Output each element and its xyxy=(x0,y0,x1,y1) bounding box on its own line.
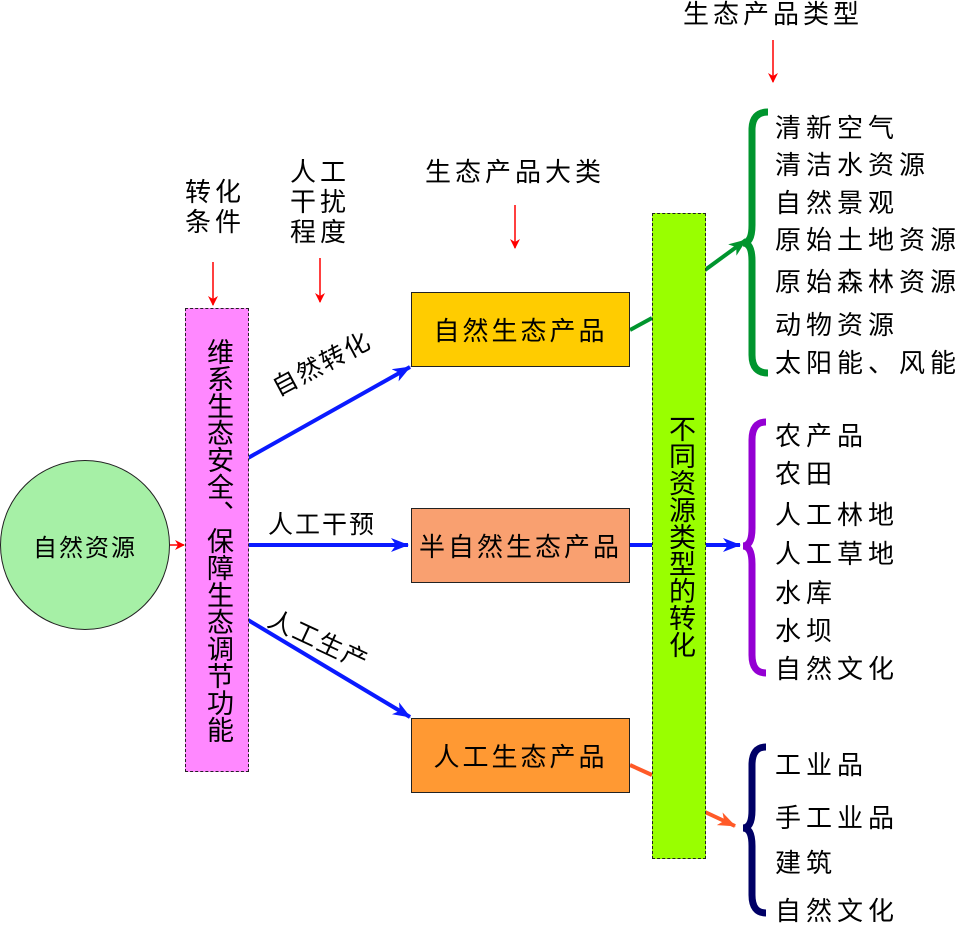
list-item: 人工草地 xyxy=(775,540,900,570)
list-item: 原始森林资源 xyxy=(775,268,957,298)
list-item: 自然文化 xyxy=(775,655,900,685)
list-item: 农产品 xyxy=(775,422,869,452)
list-item: 自然文化 xyxy=(775,897,900,927)
natural-resources-circle: 自然资源 xyxy=(0,460,170,630)
path-label-intervene: 人工干预 xyxy=(268,510,377,539)
circle-label: 自然资源 xyxy=(33,533,137,562)
list-item: 工业品 xyxy=(775,751,869,781)
conditions-box: 维系生态安全、保障生态调节功能 xyxy=(185,308,249,772)
list-item: 清新空气 xyxy=(775,114,900,144)
list-item: 水坝 xyxy=(775,617,838,647)
green-brace xyxy=(742,108,769,377)
list-item: 建筑 xyxy=(775,849,838,879)
categories-header: 生态产品大类 xyxy=(425,158,606,188)
navy-brace xyxy=(742,743,767,917)
list-item: 水库 xyxy=(775,579,838,609)
list-item: 原始土地资源 xyxy=(775,226,957,256)
category-artificial: 人工生态产品 xyxy=(411,718,630,793)
list-item: 动物资源 xyxy=(775,311,900,341)
list-item: 手工业品 xyxy=(775,804,900,834)
list-item: 太阳能、风能 xyxy=(775,349,957,379)
category-semi-natural: 半自然生态产品 xyxy=(411,508,630,583)
intervention-header: 人工干扰程度 xyxy=(290,158,351,248)
list-item: 清洁水资源 xyxy=(775,151,931,181)
category-natural: 自然生态产品 xyxy=(411,292,630,367)
red-arrows xyxy=(170,40,778,550)
transform-box: 不同资源类型的转化 xyxy=(652,213,706,859)
purple-brace xyxy=(742,418,767,677)
conditions-header: 转化条件 xyxy=(185,178,246,238)
list-item: 人工林地 xyxy=(775,501,900,531)
list-item: 农田 xyxy=(775,460,838,490)
blue-arrows xyxy=(246,365,741,719)
types-header: 生态产品类型 xyxy=(683,0,864,30)
list-item: 自然景观 xyxy=(775,189,900,219)
